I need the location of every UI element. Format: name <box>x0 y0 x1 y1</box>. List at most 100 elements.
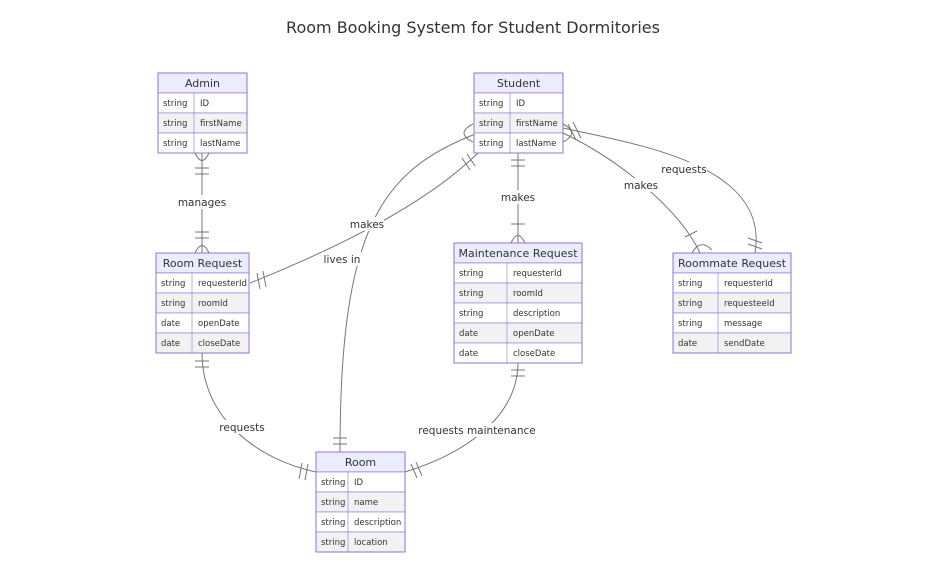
attribute-type: string <box>459 289 483 299</box>
cardinality-markers <box>194 121 763 481</box>
entity-roommate-request: Roommate Request string requesterId string r… <box>672 252 792 354</box>
attribute-name: location <box>354 538 388 548</box>
entity-student: Student string ID string firstName string last… <box>473 72 564 154</box>
marker-one <box>511 159 525 167</box>
attribute-type: string <box>459 269 483 279</box>
entity-border <box>473 72 564 154</box>
label-bg <box>219 420 265 434</box>
marker-one <box>684 230 698 238</box>
marker-one <box>333 437 347 445</box>
attribute-name: ID <box>516 99 526 109</box>
attribute-type: date <box>161 319 180 329</box>
attribute-name: closeDate <box>513 349 555 359</box>
rel-label-requests-maintenance: requests maintenance <box>418 425 536 437</box>
attribute-name: description <box>513 309 560 319</box>
edge-student-requests-roommate-request <box>562 127 757 254</box>
attribute-name: requesterId <box>198 279 247 289</box>
marker-one <box>567 121 582 141</box>
attribute-name: openDate <box>198 319 240 329</box>
diagram-title: Room Booking System for Student Dormitor… <box>286 18 660 37</box>
label-bg <box>501 190 535 204</box>
marker-one <box>298 462 309 481</box>
label-bg <box>180 195 224 209</box>
attribute-type: string <box>678 279 702 289</box>
rel-label-room-request-requests-room: requests <box>219 422 264 434</box>
attribute-type: date <box>678 339 697 349</box>
marker-one <box>511 369 525 377</box>
relationship-labels: manages makes lives in makes makes reque… <box>178 162 707 437</box>
marker-many <box>463 123 474 143</box>
entity-name: Room Request <box>163 257 243 270</box>
attribute-name: description <box>354 518 401 528</box>
edge-room-request-requests-room <box>201 352 317 473</box>
attribute-name: sendDate <box>724 339 765 349</box>
attribute-type: string <box>163 139 187 149</box>
entity-name: Maintenance Request <box>458 247 578 260</box>
attribute-name: requesteeId <box>724 299 775 309</box>
marker-one <box>410 461 423 479</box>
attribute-name: lastName <box>200 139 240 149</box>
label-bg <box>422 423 532 437</box>
attribute-name: ID <box>200 99 210 109</box>
label-bg <box>322 252 362 266</box>
rel-label-student-makes-maintenance: makes <box>501 192 535 204</box>
marker-many <box>194 152 210 161</box>
attribute-name: requesterId <box>724 279 773 289</box>
entity-border <box>157 72 248 154</box>
attribute-name: openDate <box>513 329 555 339</box>
entity-border <box>155 252 250 354</box>
marker-many <box>194 245 210 254</box>
attribute-type: string <box>479 119 503 129</box>
attribute-type: string <box>161 279 185 289</box>
entity-name: Student <box>497 77 541 90</box>
marker-one <box>747 237 763 250</box>
label-bg <box>624 178 658 192</box>
marker-many <box>562 123 572 143</box>
label-bg <box>661 162 707 176</box>
marker-one <box>461 153 476 171</box>
edge-student-makes-roommate-request <box>562 132 701 254</box>
attribute-name: firstName <box>200 119 242 129</box>
attribute-type: string <box>459 309 483 319</box>
attribute-name: ID <box>354 478 364 488</box>
attribute-type: string <box>321 478 345 488</box>
attribute-type: string <box>163 99 187 109</box>
rel-label-student-requests-roommate: requests <box>661 164 706 176</box>
attribute-name: lastName <box>516 139 556 149</box>
attribute-type: string <box>321 498 345 508</box>
attribute-type: string <box>479 99 503 109</box>
entity-name: Roommate Request <box>678 257 787 270</box>
attribute-name: closeDate <box>198 339 240 349</box>
marker-one <box>256 270 267 290</box>
attribute-name: requesterId <box>513 269 562 279</box>
marker-one <box>195 167 209 175</box>
marker-many <box>510 235 526 244</box>
marker-one <box>195 231 209 239</box>
attribute-name: firstName <box>516 119 558 129</box>
entity-name: Room <box>345 456 376 469</box>
entity-border <box>315 451 406 553</box>
attribute-type: string <box>678 319 702 329</box>
attribute-type: date <box>459 329 478 339</box>
attribute-type: string <box>321 538 345 548</box>
attribute-type: date <box>161 339 180 349</box>
attribute-type: date <box>459 349 478 359</box>
rel-label-student-makes-roommate: makes <box>624 180 658 192</box>
edge-maintenance-request-requests-room <box>404 361 519 473</box>
attribute-type: string <box>678 299 702 309</box>
marker-one <box>195 360 209 368</box>
attribute-name: roomId <box>513 289 543 299</box>
label-bg <box>350 217 384 231</box>
entity-name: Admin <box>185 77 220 90</box>
entity-maintenance-request: Maintenance Request string requesterId stri… <box>453 242 583 364</box>
marker-many <box>691 244 713 254</box>
attribute-type: string <box>163 119 187 129</box>
rel-label-student-makes-room-request: makes <box>350 219 384 231</box>
rel-label-admin-manages: manages <box>178 197 226 209</box>
attribute-type: string <box>479 139 503 149</box>
attribute-type: string <box>321 518 345 528</box>
